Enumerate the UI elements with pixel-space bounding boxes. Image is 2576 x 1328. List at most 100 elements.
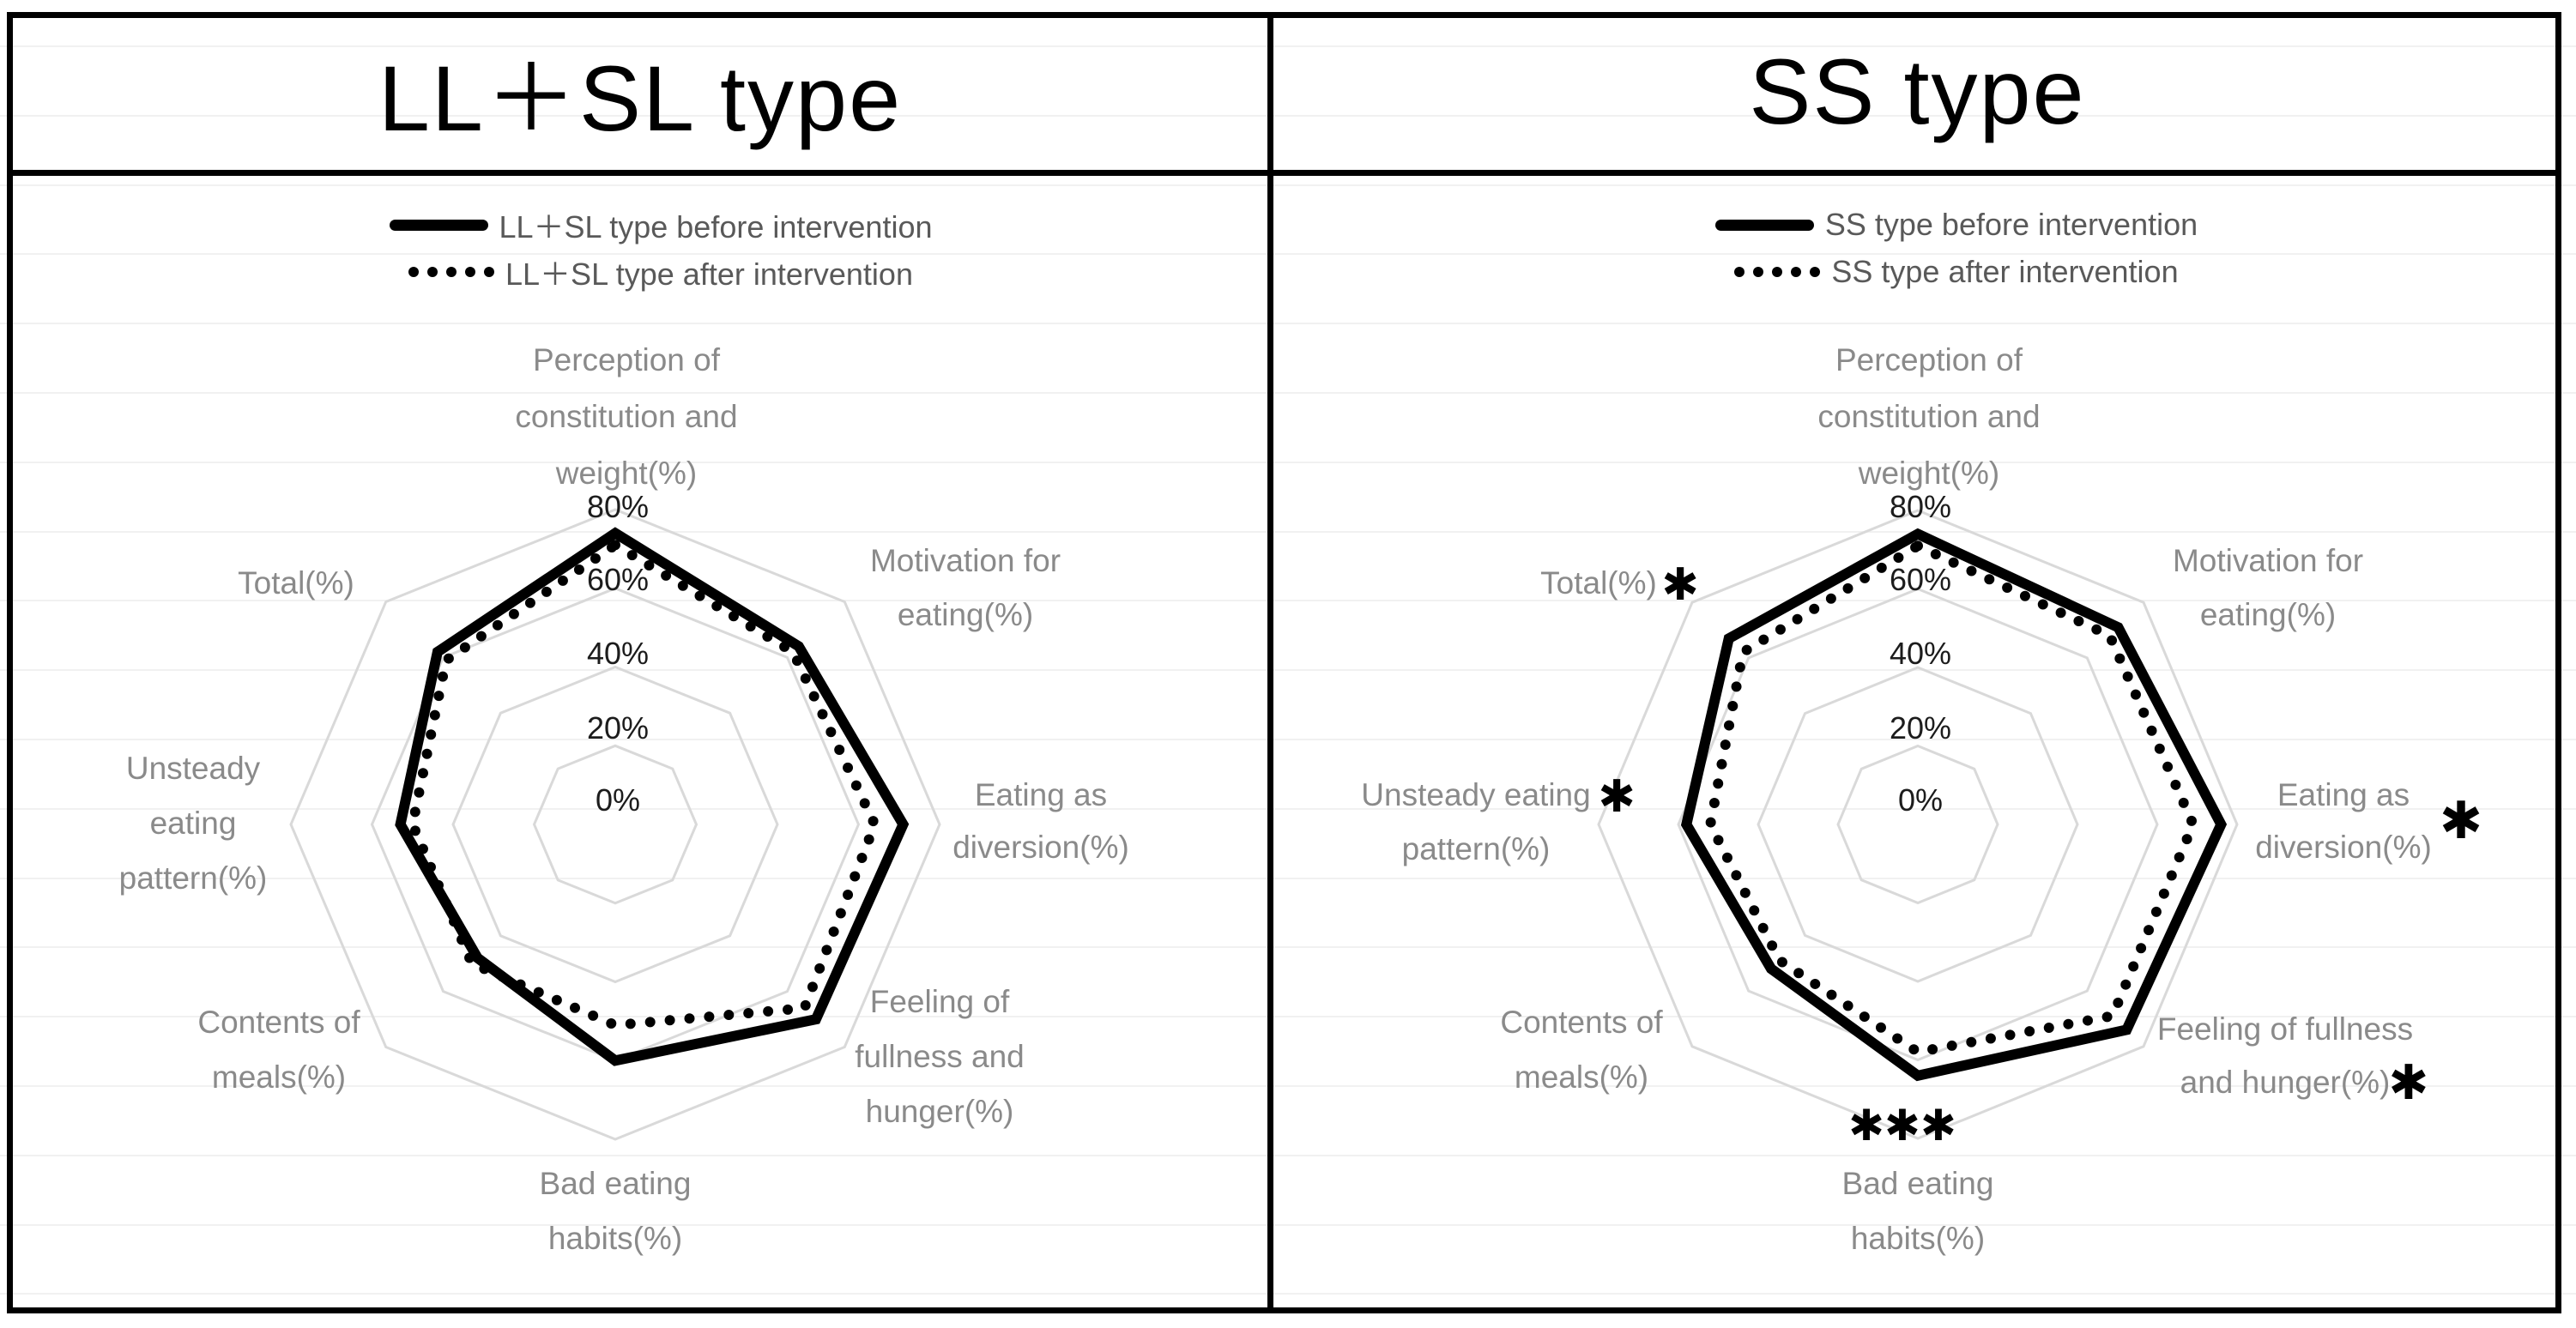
axis-label: eating(%) bbox=[897, 597, 1034, 632]
axis-label: pattern(%) bbox=[1401, 831, 1551, 866]
axis-label: eating(%) bbox=[2199, 597, 2337, 632]
legend-label: LL＋SL type after intervention bbox=[505, 257, 913, 292]
axis-label: constitution and bbox=[1817, 399, 2041, 434]
legend-dot bbox=[465, 267, 476, 277]
axis-label: Feeling of fullness bbox=[2156, 1011, 2414, 1047]
axis-label: meals(%) bbox=[1514, 1059, 1649, 1095]
significance-marker: ✱ bbox=[1661, 560, 1699, 610]
legend-label: SS type after intervention bbox=[1831, 254, 2179, 289]
legend-dot bbox=[1791, 267, 1802, 277]
grid-line bbox=[0, 45, 2576, 47]
legend-dot bbox=[1810, 267, 1821, 277]
ring-tick-label: 40% bbox=[586, 636, 650, 671]
radar-ring-80 bbox=[289, 508, 941, 1141]
legend-row: LL＋SL type after intervention bbox=[275, 253, 1047, 292]
axis-label: Feeling of bbox=[869, 984, 1010, 1019]
legend-row: SS type after intervention bbox=[1570, 253, 2343, 291]
ring-tick-label: 60% bbox=[586, 562, 650, 597]
grid-line bbox=[0, 669, 2576, 671]
title-divider bbox=[7, 170, 2561, 176]
axis-label: Contents of bbox=[1500, 1005, 1663, 1040]
series-before-intervention bbox=[1680, 528, 2228, 1082]
axis-label: and hunger(%) bbox=[2180, 1065, 2391, 1100]
legend-swatch-dotted-line bbox=[408, 267, 495, 277]
radar-ring-40 bbox=[451, 665, 779, 984]
legend-dot bbox=[427, 267, 438, 277]
radar-ring-20 bbox=[1836, 744, 1999, 905]
axis-label: Total(%) bbox=[238, 565, 354, 601]
grid-line bbox=[0, 808, 2576, 810]
grid-line bbox=[0, 392, 2576, 394]
axis-label: habits(%) bbox=[1850, 1221, 1986, 1256]
ring-tick-label: 20% bbox=[1889, 710, 1952, 745]
axis-label: Total(%) bbox=[1540, 565, 1657, 601]
axis-label: meals(%) bbox=[211, 1059, 347, 1095]
axis-label: diversion(%) bbox=[952, 830, 1129, 865]
grid-line bbox=[0, 184, 2576, 186]
grid-line bbox=[0, 323, 2576, 324]
legend-dot bbox=[484, 267, 495, 277]
grid-line bbox=[0, 1293, 2576, 1295]
ring-tick-label: 60% bbox=[1889, 562, 1952, 597]
grid-line bbox=[0, 115, 2576, 117]
axis-label: Contents of bbox=[197, 1005, 360, 1040]
legend-row: LL＋SL type before intervention bbox=[275, 206, 1047, 244]
series-before-intervention bbox=[395, 527, 910, 1066]
legend-dot bbox=[408, 267, 420, 277]
axis-label: Unsteady eating bbox=[1361, 777, 1591, 812]
legend-row: SS type before intervention bbox=[1570, 206, 2343, 244]
legend-dot bbox=[1734, 267, 1745, 277]
ring-tick-label: 0% bbox=[1897, 782, 1944, 818]
legend-dot bbox=[1753, 267, 1764, 277]
axis-label: weight(%) bbox=[1858, 456, 2000, 491]
ring-tick-label: 40% bbox=[1889, 636, 1952, 671]
axis-label: Bad eating bbox=[1841, 1166, 1994, 1201]
ring-tick-label: 20% bbox=[586, 710, 650, 745]
axis-label: Perception of bbox=[1835, 342, 2023, 377]
radar-ring-60 bbox=[1677, 587, 2159, 1062]
axis-label: Perception of bbox=[532, 342, 721, 377]
grid-line bbox=[0, 1224, 2576, 1226]
figure-border bbox=[7, 12, 2561, 1313]
axis-label: eating bbox=[149, 806, 237, 841]
ring-tick-label: 80% bbox=[1889, 489, 1952, 524]
axis-label: Bad eating bbox=[539, 1166, 692, 1201]
panel-title-ss: SS type bbox=[1749, 39, 2086, 143]
axis-label: Unsteady bbox=[125, 751, 261, 786]
grid-line bbox=[0, 878, 2576, 879]
axis-label: Motivation for bbox=[869, 543, 1061, 578]
grid-line bbox=[0, 462, 2576, 463]
series-after-intervention bbox=[1705, 540, 2198, 1058]
grid-line bbox=[0, 739, 2576, 740]
axis-label: Eating as bbox=[2277, 777, 2410, 812]
significance-marker: ✱ bbox=[1598, 772, 1636, 822]
axis-label: Motivation for bbox=[2172, 543, 2364, 578]
significance-marker: ✱ bbox=[2388, 1055, 2429, 1109]
axis-label: fullness and bbox=[855, 1039, 1025, 1074]
panel-divider bbox=[1267, 12, 1273, 1313]
legend-swatch-solid-line bbox=[1714, 219, 1814, 231]
axis-label: Eating as bbox=[974, 777, 1108, 812]
significance-marker: ✱ bbox=[2439, 792, 2483, 849]
grid-line bbox=[0, 1016, 2576, 1017]
grid-line bbox=[0, 531, 2576, 533]
radar-ring-20 bbox=[532, 744, 698, 905]
legend-label: SS type before intervention bbox=[1824, 207, 2198, 242]
panel-title-llsl: LL＋SL type bbox=[378, 46, 903, 150]
axis-label: diversion(%) bbox=[2255, 830, 2432, 865]
significance-marker: ✱✱✱ bbox=[1848, 1102, 1956, 1150]
legend-dot bbox=[1772, 267, 1783, 277]
grid-line bbox=[0, 946, 2576, 948]
legend-swatch-dotted-line bbox=[1734, 267, 1821, 277]
ring-tick-label: 80% bbox=[586, 489, 650, 524]
grid-line bbox=[0, 600, 2576, 601]
grid-line bbox=[0, 1155, 2576, 1156]
axis-label: weight(%) bbox=[555, 456, 698, 491]
legend-label: LL＋SL type before intervention bbox=[499, 209, 933, 244]
radar-ring-80 bbox=[1597, 509, 2239, 1140]
ring-tick-label: 0% bbox=[595, 782, 641, 818]
grid-line bbox=[0, 253, 2576, 255]
axis-label: habits(%) bbox=[547, 1221, 683, 1256]
